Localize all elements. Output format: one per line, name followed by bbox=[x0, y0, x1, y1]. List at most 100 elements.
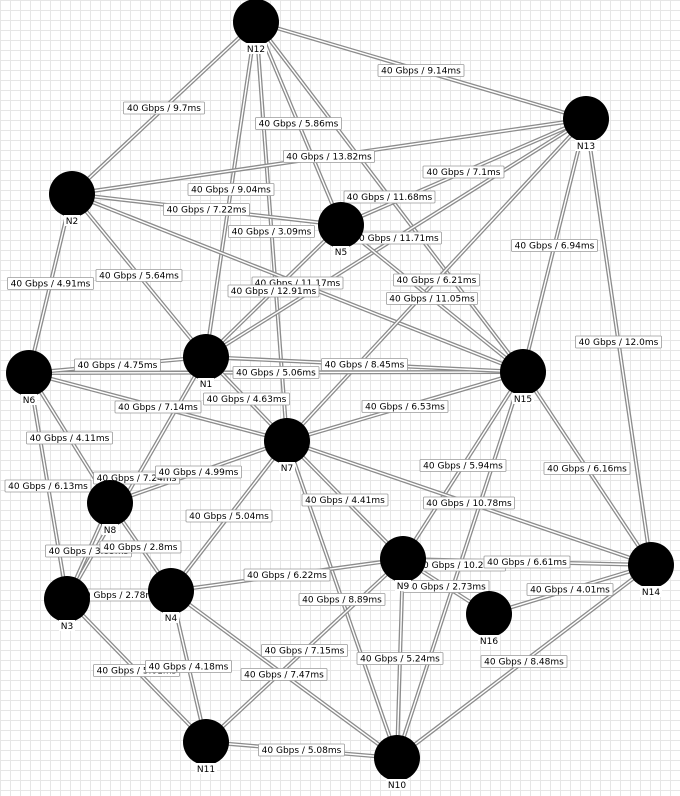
link-label: 40 Gbps / 4.63ms bbox=[203, 392, 290, 406]
link-label-text: 40 Gbps / 4.75ms bbox=[78, 361, 158, 371]
node-circle[interactable] bbox=[44, 576, 90, 622]
link-label-text: 40 Gbps / 6.61ms bbox=[487, 558, 567, 568]
node-circle[interactable] bbox=[318, 202, 364, 248]
link-label: 40 Gbps / 11.68ms bbox=[343, 190, 436, 204]
link-label-text: 40 Gbps / 4.99ms bbox=[159, 468, 239, 478]
link-label-text: 40 Gbps / 4.63ms bbox=[207, 395, 287, 405]
link-label-text: 40 Gbps / 9.7ms bbox=[127, 104, 201, 114]
link-label: 40 Gbps / 4.01ms bbox=[526, 583, 614, 596]
link-label: 40 Gbps / 7.47ms bbox=[240, 668, 328, 681]
link-label-text: 40 Gbps / 2.73ms bbox=[406, 583, 486, 593]
link-label: 40 Gbps / 5.08ms bbox=[258, 743, 345, 757]
node-n1[interactable]: N1 bbox=[183, 334, 229, 390]
link-label-text: 40 Gbps / 9.14ms bbox=[381, 67, 461, 77]
node-circle[interactable] bbox=[374, 735, 420, 781]
link-label: 40 Gbps / 4.18ms bbox=[145, 660, 232, 673]
node-circle[interactable] bbox=[6, 350, 52, 396]
link-label-text: 40 Gbps / 8.45ms bbox=[325, 361, 405, 371]
link-label: 40 Gbps / 6.53ms bbox=[361, 400, 449, 413]
link-label-text: 40 Gbps / 6.13ms bbox=[8, 482, 88, 492]
link-label-text: 40 Gbps / 7.1ms bbox=[427, 168, 501, 178]
node-n10[interactable]: N10 bbox=[374, 735, 420, 791]
node-circle[interactable] bbox=[233, 0, 279, 45]
node-circle[interactable] bbox=[380, 536, 426, 582]
node-label: N5 bbox=[335, 248, 347, 258]
node-circle[interactable] bbox=[628, 542, 674, 588]
node-n6[interactable]: N6 bbox=[6, 350, 52, 406]
link-label-text: 40 Gbps / 5.24ms bbox=[360, 655, 440, 665]
link-label: 40 Gbps / 2.73ms bbox=[402, 580, 490, 593]
node-circle[interactable] bbox=[500, 349, 546, 395]
link-label: 40 Gbps / 12.0ms bbox=[575, 335, 662, 349]
link-label: 40 Gbps / 8.45ms bbox=[321, 358, 408, 371]
node-label: N8 bbox=[104, 526, 117, 536]
node-circle[interactable] bbox=[148, 568, 194, 614]
link-label-text: 40 Gbps / 12.0ms bbox=[579, 338, 659, 348]
node-n13[interactable]: N13 bbox=[563, 96, 609, 152]
link-label-text: 40 Gbps / 3.09ms bbox=[232, 228, 312, 238]
node-n11[interactable]: N11 bbox=[183, 719, 229, 775]
link-label: 40 Gbps / 5.06ms bbox=[232, 366, 320, 379]
link-label: 40 Gbps / 8.48ms bbox=[480, 655, 568, 668]
link-label-text: 40 Gbps / 6.22ms bbox=[247, 571, 327, 581]
link-label: 40 Gbps / 6.13ms bbox=[4, 479, 92, 493]
node-circle[interactable] bbox=[466, 591, 512, 637]
link-label: 40 Gbps / 7.15ms bbox=[261, 644, 348, 657]
link-label-text: 40 Gbps / 5.04ms bbox=[189, 512, 269, 522]
link-label-text: 40 Gbps / 5.86ms bbox=[259, 120, 339, 130]
link-label-text: 40 Gbps / 2.8ms bbox=[104, 543, 178, 553]
node-n8[interactable]: N8 bbox=[87, 480, 133, 536]
node-label: N14 bbox=[642, 588, 660, 598]
link-label-text: 40 Gbps / 11.71ms bbox=[353, 234, 439, 244]
node-circle[interactable] bbox=[183, 719, 229, 765]
node-label: N6 bbox=[23, 396, 36, 406]
link-label: 40 Gbps / 6.94ms bbox=[511, 239, 598, 252]
link-label: 40 Gbps / 9.04ms bbox=[187, 183, 275, 196]
node-label: N11 bbox=[197, 765, 215, 775]
link-label-text: 40 Gbps / 5.01ms bbox=[97, 667, 177, 677]
node-n12[interactable]: N12 bbox=[233, 0, 279, 55]
node-label: N16 bbox=[480, 637, 498, 647]
link-label-text: 40 Gbps / 7.47ms bbox=[244, 671, 324, 681]
link-label-text: 40 Gbps / 6.53ms bbox=[365, 403, 445, 413]
link-label: 40 Gbps / 9.7ms bbox=[123, 101, 205, 115]
link-label-text: 40 Gbps / 8.48ms bbox=[484, 658, 564, 668]
link-label: 40 Gbps / 6.61ms bbox=[483, 555, 571, 569]
node-n4[interactable]: N4 bbox=[148, 568, 194, 624]
link-label-text: 40 Gbps / 7.15ms bbox=[265, 647, 345, 657]
link-label: 40 Gbps / 4.91ms bbox=[7, 277, 94, 290]
node-circle[interactable] bbox=[563, 96, 609, 142]
link-label-text: 40 Gbps / 6.16ms bbox=[547, 465, 627, 475]
node-n7[interactable]: N7 bbox=[264, 418, 310, 474]
link-label-text: 40 Gbps / 5.06ms bbox=[236, 369, 316, 379]
link-label: 40 Gbps / 11.05ms bbox=[386, 292, 478, 305]
link-label: 40 Gbps / 2.8ms bbox=[99, 540, 182, 554]
link-label: 40 Gbps / 6.21ms bbox=[393, 273, 480, 287]
node-label: N10 bbox=[388, 781, 406, 791]
link-label: 40 Gbps / 5.64ms bbox=[95, 269, 183, 282]
node-n14[interactable]: N14 bbox=[628, 542, 674, 598]
node-circle[interactable] bbox=[183, 334, 229, 380]
link-label-text: 40 Gbps / 11.68ms bbox=[347, 193, 433, 203]
node-circle[interactable] bbox=[87, 480, 133, 526]
node-label: N12 bbox=[247, 45, 265, 55]
node-circle[interactable] bbox=[264, 418, 310, 464]
node-n5[interactable]: N5 bbox=[318, 202, 364, 258]
link-label: 40 Gbps / 4.11ms bbox=[26, 431, 113, 445]
link-label: 40 Gbps / 7.14ms bbox=[114, 400, 202, 414]
node-label: N2 bbox=[66, 217, 78, 227]
link-label-text: 40 Gbps / 13.82ms bbox=[286, 153, 372, 163]
node-n2[interactable]: N2 bbox=[49, 171, 95, 227]
node-n3[interactable]: N3 bbox=[44, 576, 90, 632]
link-label-text: 40 Gbps / 9.04ms bbox=[191, 186, 271, 196]
link-label-text: 40 Gbps / 7.14ms bbox=[118, 403, 198, 413]
node-n9[interactable]: N9 bbox=[380, 536, 426, 592]
link-label: 40 Gbps / 6.16ms bbox=[543, 462, 631, 475]
link-label-text: 40 Gbps / 7.24ms bbox=[97, 474, 177, 484]
node-n15[interactable]: N15 bbox=[500, 349, 546, 405]
link-label: 40 Gbps / 4.75ms bbox=[74, 358, 161, 372]
node-circle[interactable] bbox=[49, 171, 95, 217]
link-label-text: 40 Gbps / 4.41ms bbox=[305, 496, 385, 506]
node-n16[interactable]: N16 bbox=[466, 591, 512, 647]
